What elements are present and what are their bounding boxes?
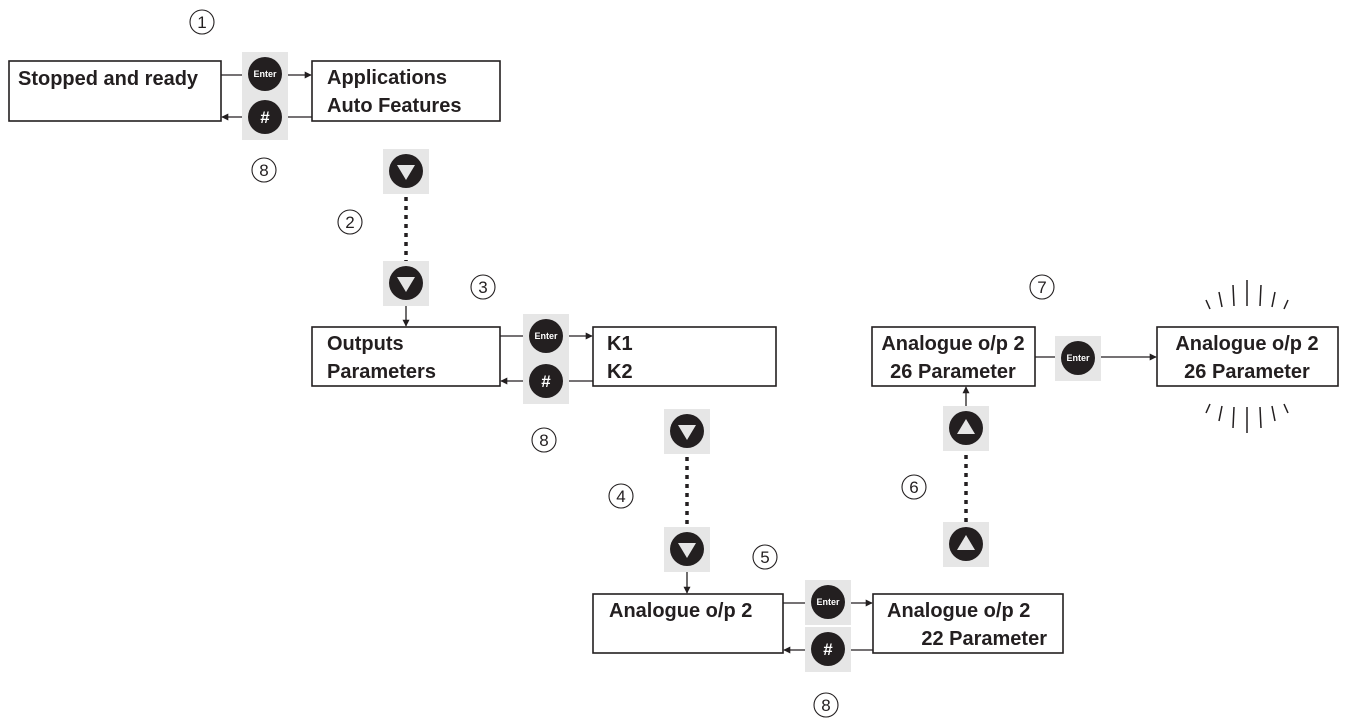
enter-button-icon: Enter [523, 314, 569, 359]
box-line: Parameters [327, 361, 436, 383]
svg-text:7: 7 [1037, 278, 1046, 297]
svg-text:8: 8 [821, 696, 830, 715]
svg-text:2: 2 [345, 213, 354, 232]
enter-label: Enter [253, 69, 277, 79]
box-26-parameter: Analogue o/p 2 26 Parameter [871, 326, 1036, 387]
box-line: 26 Parameter [1184, 361, 1310, 383]
box-stopped-and-ready: Stopped and ready [8, 60, 222, 122]
down-arrow-button-icon [383, 149, 429, 194]
box-line: Applications [327, 67, 447, 89]
box-line: Stopped and ready [18, 68, 199, 90]
box-line: Analogue o/p 2 [881, 333, 1024, 355]
box-line: 26 Parameter [890, 361, 1016, 383]
enter-label: Enter [816, 597, 840, 607]
svg-text:1: 1 [197, 13, 206, 32]
step-marker: 8 [813, 692, 839, 718]
step-marker: 1 [189, 9, 215, 35]
box-line: Analogue o/p 2 [887, 600, 1030, 622]
flash-rays-icon [1205, 280, 1289, 433]
step-marker: 8 [251, 157, 277, 183]
box-line: Outputs [327, 333, 404, 355]
step-marker: 8 [531, 427, 557, 453]
box-22-parameter: Analogue o/p 2 22 Parameter [872, 593, 1064, 654]
up-arrow-button-icon [943, 522, 989, 567]
box-26-parameter-flashing: Analogue o/p 2 26 Parameter [1156, 326, 1339, 387]
box-line: K1 [607, 333, 633, 355]
step-marker: 5 [752, 544, 778, 570]
box-analogue-op2: Analogue o/p 2 [592, 593, 784, 654]
hash-label: # [823, 640, 833, 659]
svg-text:8: 8 [539, 431, 548, 450]
hash-button-icon: # [242, 95, 288, 140]
box-line: Analogue o/p 2 [1175, 333, 1318, 355]
hash-label: # [541, 372, 551, 391]
box-line: 22 Parameter [921, 628, 1047, 650]
box-line: K2 [607, 361, 633, 383]
box-line: Analogue o/p 2 [609, 600, 752, 622]
svg-text:5: 5 [760, 548, 769, 567]
box-outputs-parameters: Outputs Parameters [311, 326, 501, 387]
enter-label: Enter [1066, 353, 1090, 363]
enter-button-icon: Enter [242, 52, 288, 97]
svg-text:6: 6 [909, 478, 918, 497]
hash-label: # [260, 108, 270, 127]
connectors [221, 71, 1157, 654]
step-marker: 4 [608, 483, 634, 509]
svg-text:3: 3 [478, 278, 487, 297]
svg-text:4: 4 [616, 487, 625, 506]
hash-button-icon: # [805, 627, 851, 672]
box-k1-k2: K1 K2 [592, 326, 777, 387]
hash-button-icon: # [523, 359, 569, 404]
svg-text:8: 8 [259, 161, 268, 180]
down-arrow-button-icon [664, 527, 710, 572]
enter-button-icon: Enter [1055, 336, 1101, 381]
up-arrow-button-icon [943, 406, 989, 451]
down-arrow-button-icon [383, 261, 429, 306]
enter-button-icon: Enter [805, 580, 851, 625]
step-marker: 7 [1029, 274, 1055, 300]
box-line: Auto Features [327, 95, 461, 117]
box-applications: Applications Auto Features [311, 60, 501, 122]
down-arrow-button-icon [664, 409, 710, 454]
step-marker: 3 [470, 274, 496, 300]
step-marker: 6 [901, 474, 927, 500]
enter-label: Enter [534, 331, 558, 341]
step-marker: 2 [337, 209, 363, 235]
